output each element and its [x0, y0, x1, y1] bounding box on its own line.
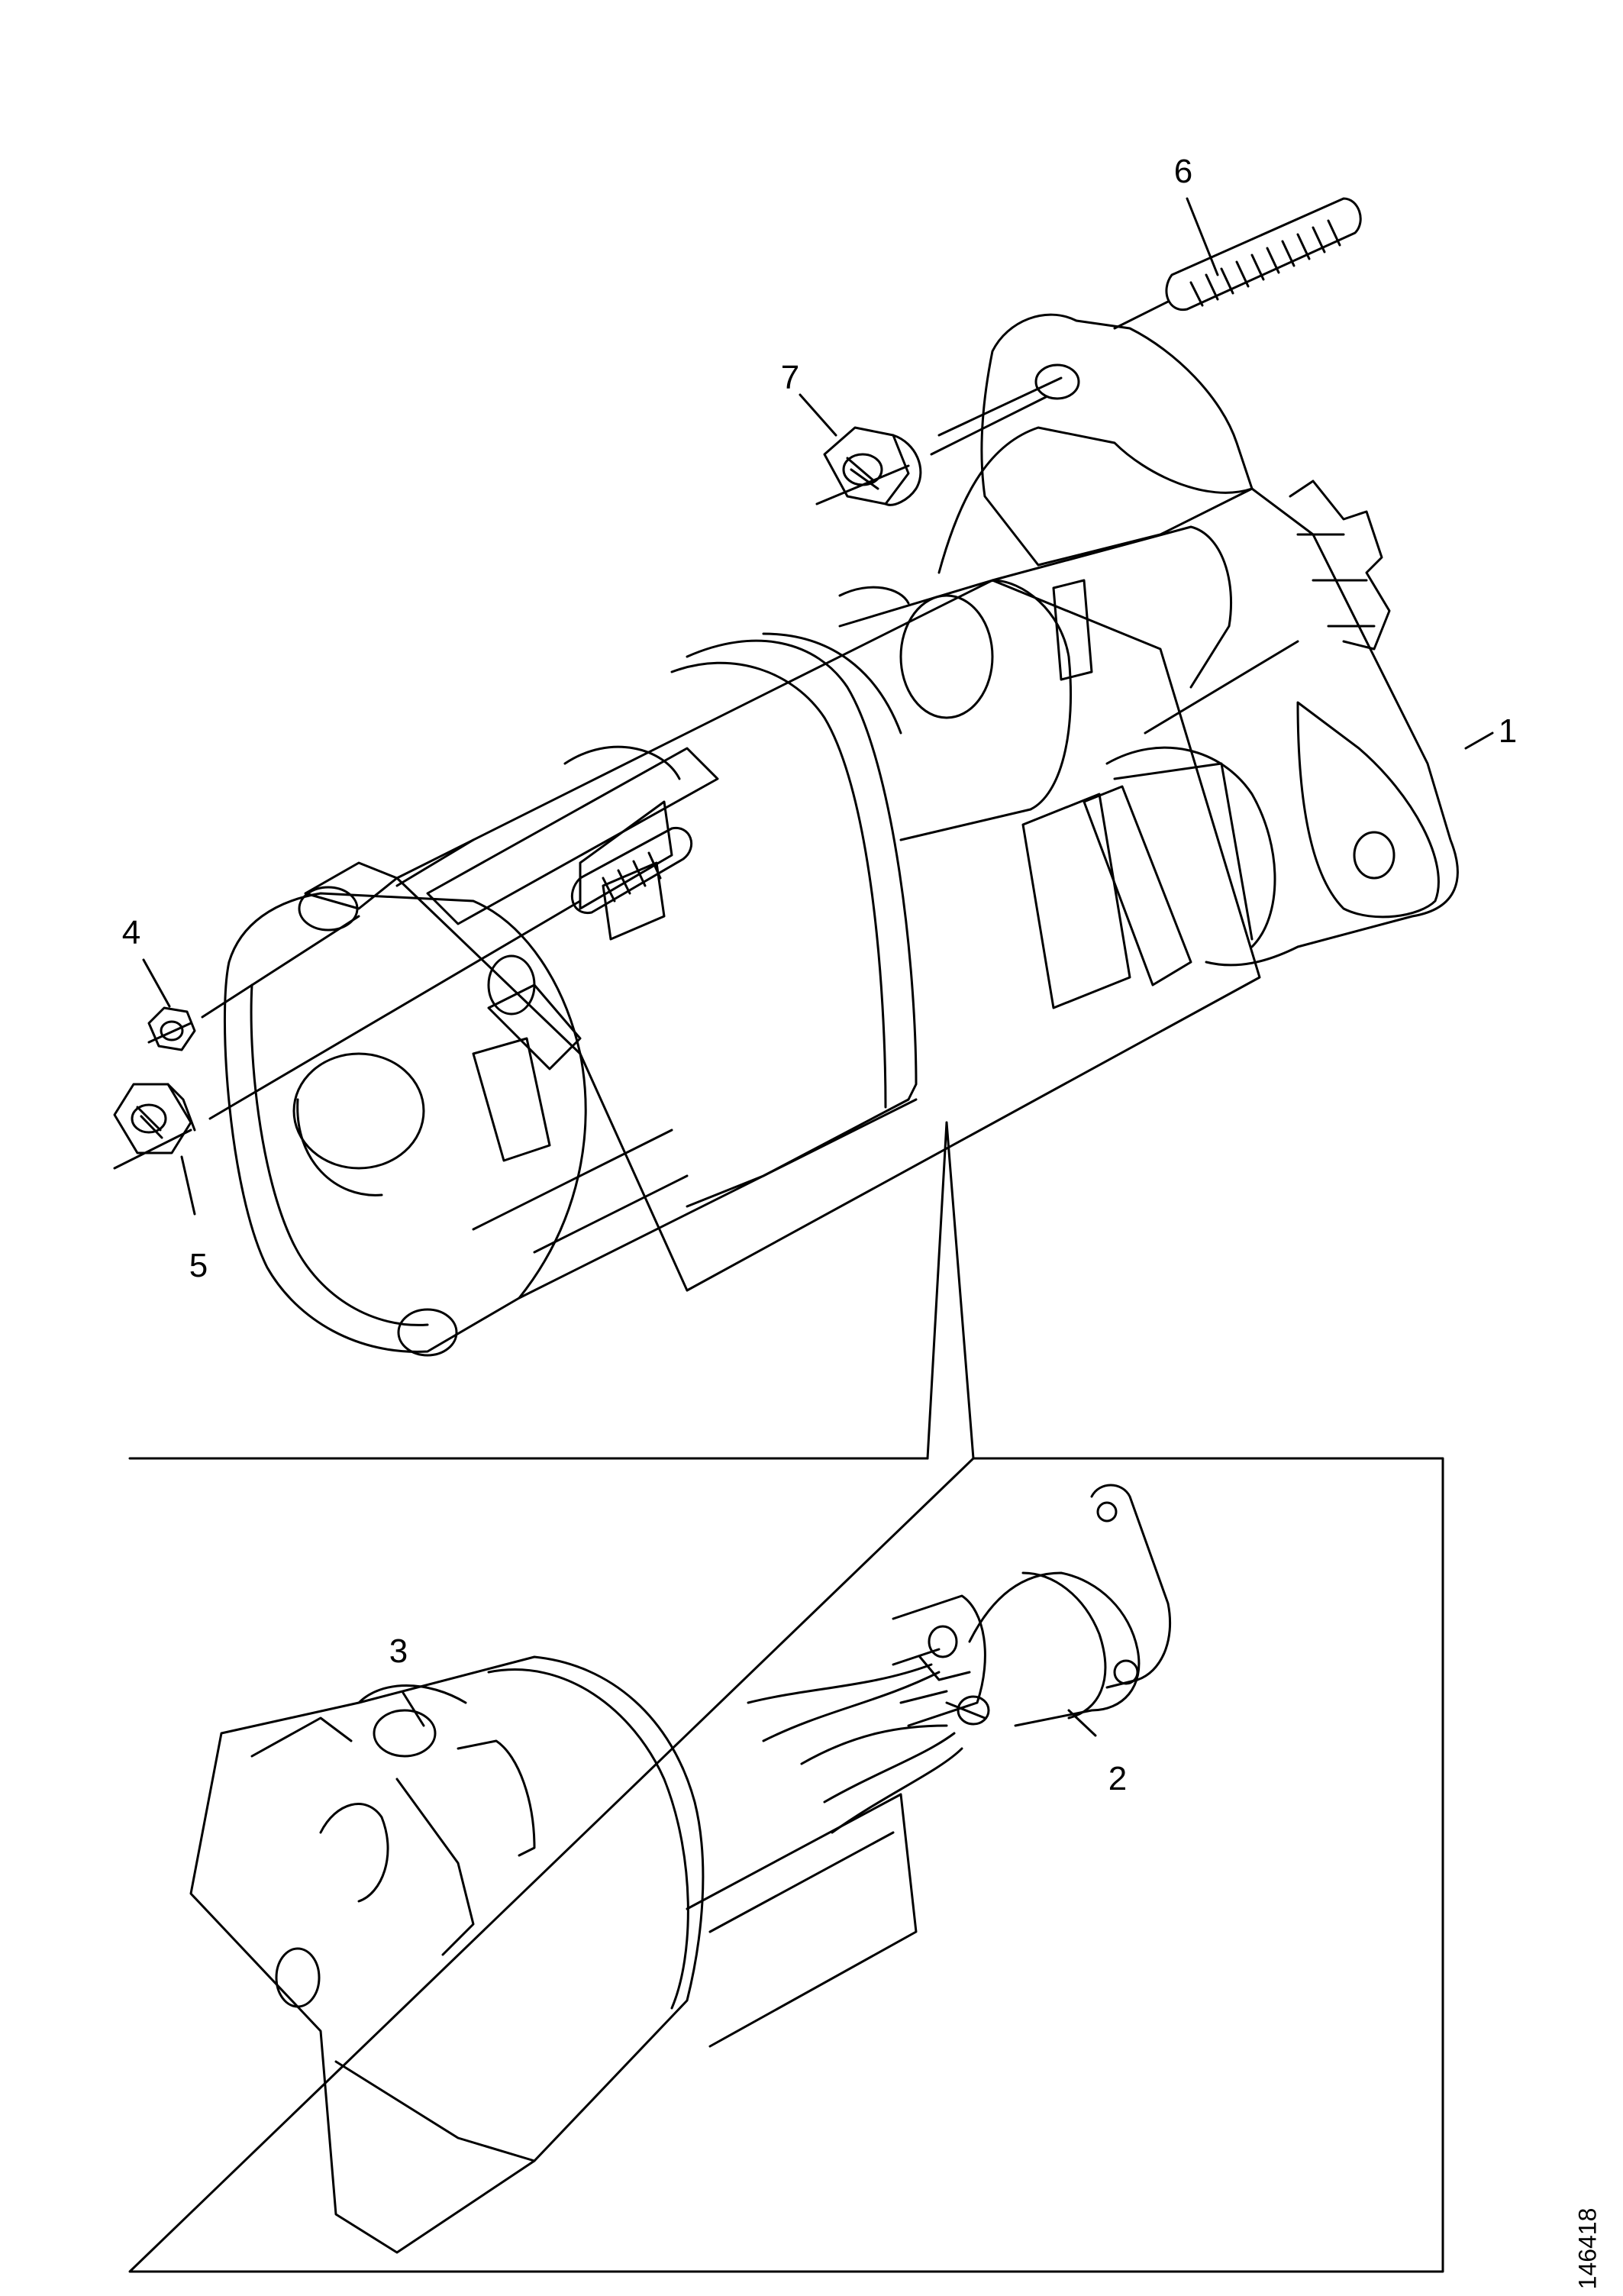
lower-lug: [398, 1309, 457, 1355]
callout-7: 7: [780, 359, 800, 396]
starter-motor-assembly: [224, 315, 1457, 1355]
callout-3: 3: [389, 1632, 408, 1670]
figure-id: 146418: [1573, 2207, 1602, 2290]
nut-4: [149, 1008, 195, 1050]
leader-6: [1187, 199, 1218, 275]
detail-frame: [130, 1458, 1443, 2272]
stud-insert: [572, 828, 691, 912]
flange-lower: [1298, 702, 1438, 917]
motor-yoke: [397, 580, 1260, 1290]
centerline-stud-6: [939, 302, 1168, 435]
yoke-cover-detail: [191, 1657, 916, 2252]
leader-4: [144, 960, 169, 1006]
centerline-nut-7: [817, 397, 1046, 504]
callout-2: 2: [1108, 1760, 1128, 1797]
drive-housing: [939, 428, 1457, 965]
nut-5: [115, 1084, 195, 1153]
solenoid-flange: [1092, 1485, 1170, 1687]
centerline-nut-5: [115, 901, 580, 1168]
leader-3: [403, 1693, 424, 1726]
rear-end-cover: [224, 893, 586, 1351]
detail-pointer: [928, 1122, 973, 1458]
leader-5: [182, 1157, 195, 1214]
wire-5: [832, 1749, 962, 1833]
wire-4: [824, 1733, 954, 1802]
wire-1: [748, 1665, 931, 1703]
leader-7: [800, 395, 836, 435]
pinion-gear: [1290, 481, 1389, 649]
stud-6: [1166, 199, 1360, 310]
mounting-flange: [982, 315, 1252, 565]
rear-bushing-boss: [294, 1054, 424, 1168]
callout-4: 4: [121, 914, 141, 951]
flange-hole-upper: [1036, 365, 1079, 399]
solenoid: [840, 580, 1071, 840]
wire-3: [802, 1726, 947, 1764]
solenoid-detail: [748, 1485, 1170, 1833]
wire-2: [763, 1672, 939, 1741]
callout-1: 1: [1498, 712, 1518, 750]
flange-hole-lower: [1354, 832, 1394, 878]
leader-1: [1466, 733, 1492, 748]
centerline-nut-4: [149, 840, 473, 1042]
callout-5: 5: [189, 1247, 208, 1284]
yoke-panel: [687, 1794, 916, 2046]
callout-6: 6: [1173, 153, 1193, 190]
